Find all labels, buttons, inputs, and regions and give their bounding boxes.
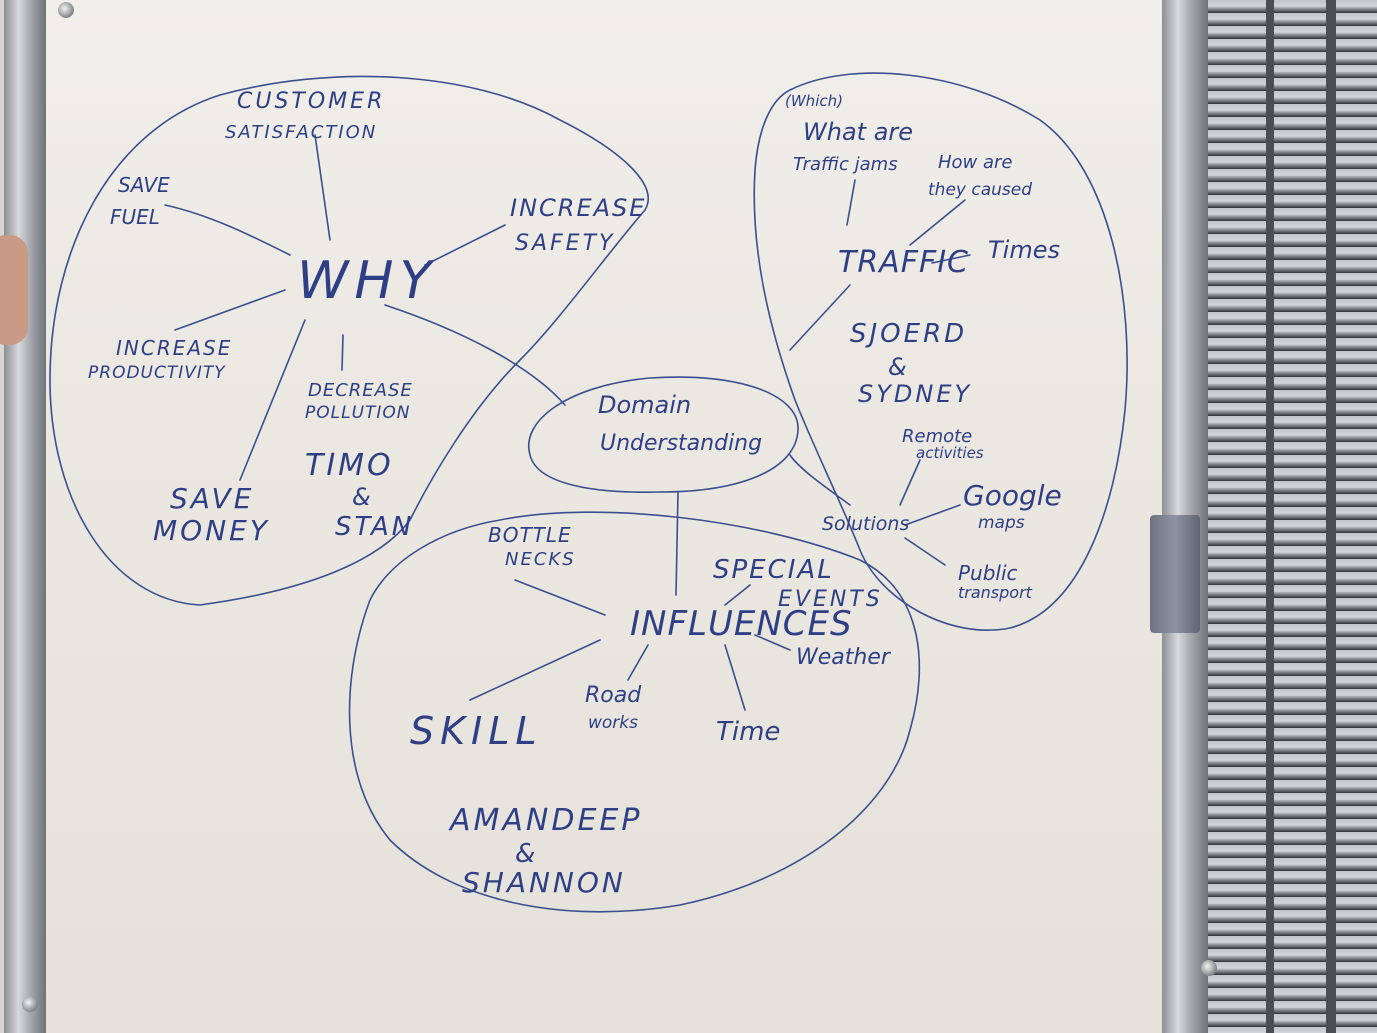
safety-text: SAFETY <box>515 231 615 256</box>
works-text: works <box>588 713 638 733</box>
customer-text: CUSTOMER <box>237 89 385 114</box>
activities-text: activities <box>916 444 984 462</box>
why-line <box>424 224 506 266</box>
why-line <box>341 334 344 371</box>
solutions-text: Solutions <box>822 513 909 535</box>
why-line <box>314 134 331 241</box>
they-caused-text: they caused <box>928 180 1032 200</box>
transport-text: transport <box>958 583 1033 602</box>
window <box>1208 0 1377 1033</box>
special-text: SPECIAL <box>713 555 834 585</box>
influences-line <box>469 639 601 701</box>
sjoerd-text: SJOERD <box>850 319 967 349</box>
why-line <box>164 204 291 256</box>
hand <box>0 235 28 345</box>
traffic-line <box>909 199 966 246</box>
skill-text: SKILL <box>410 709 543 753</box>
ampersand-text: & <box>352 483 371 511</box>
public-text: Public <box>958 561 1018 585</box>
marker-holder <box>1150 515 1200 633</box>
time-text: Time <box>716 717 780 747</box>
traffic-cluster-outline <box>753 72 1128 631</box>
ampersand-text: & <box>888 353 907 381</box>
maps-text: maps <box>978 513 1025 533</box>
why-text: WHY <box>297 251 437 311</box>
why-cluster-outline <box>49 75 649 606</box>
window-frame-bar <box>1326 0 1336 1033</box>
traffic-line <box>931 254 971 264</box>
increase-productivity-text: INCREASE <box>116 336 232 360</box>
traffic-line <box>904 504 961 526</box>
domain-ellipse <box>527 376 799 493</box>
increase-text: INCREASE <box>510 194 646 222</box>
influences-line <box>514 579 606 616</box>
pollution-text: POLLUTION <box>305 403 411 423</box>
shannon-text: SHANNON <box>462 866 626 899</box>
influences-line <box>724 584 751 606</box>
whiteboard <box>40 0 1190 1033</box>
domain-line <box>675 491 679 596</box>
traffic-line <box>904 537 946 566</box>
amandeep-text: AMANDEEP <box>448 803 642 838</box>
influences-line <box>754 634 791 651</box>
events-text: EVENTS <box>778 587 883 612</box>
ampersand-text: & <box>515 839 535 869</box>
why-line <box>239 319 306 481</box>
remote-text: Remote <box>902 426 972 447</box>
traffic-line <box>789 284 851 351</box>
left-frame-pole <box>4 0 46 1033</box>
why-line <box>384 304 566 406</box>
screw <box>1201 960 1217 976</box>
save-money-text: SAVE <box>170 482 254 515</box>
traffic-jams-text: Traffic jams <box>793 154 898 175</box>
traffic-line <box>899 459 921 506</box>
stan-text: STAN <box>335 512 414 542</box>
influences-cluster-outline <box>348 511 921 913</box>
influences-line <box>627 644 649 681</box>
understanding-text: Understanding <box>600 431 762 456</box>
save-text: SAVE <box>118 173 170 197</box>
road-text: Road <box>585 683 642 708</box>
screw <box>58 2 74 18</box>
influences-text: INFLUENCES <box>630 604 853 644</box>
traffic-line <box>846 179 856 226</box>
money-text: MONEY <box>153 514 270 547</box>
window-blinds <box>1208 0 1377 1033</box>
influences-line <box>724 644 746 711</box>
fuel-text: FUEL <box>110 205 160 229</box>
productivity-text: PRODUCTIVITY <box>88 363 226 383</box>
bottle-text: BOTTLE <box>488 523 572 547</box>
traffic-text: TRAFFIC <box>838 245 969 280</box>
how-are-text: How are <box>938 152 1013 173</box>
screw <box>22 996 38 1012</box>
domain-text: Domain <box>598 391 691 419</box>
which-text: (Which) <box>785 92 843 110</box>
necks-text: NECKS <box>505 549 576 570</box>
decrease-text: DECREASE <box>308 380 413 401</box>
times-text: Times <box>988 236 1060 264</box>
satisfaction-text: SATISFACTION <box>225 122 377 143</box>
sydney-text: SYDNEY <box>858 380 972 408</box>
timo-text: TIMO <box>305 448 394 483</box>
weather-text: Weather <box>796 645 892 670</box>
window-frame-bar <box>1266 0 1274 1033</box>
what-are-text: What are <box>803 118 913 146</box>
why-line <box>174 289 286 331</box>
google-text: Google <box>963 479 1062 512</box>
domain-line <box>789 454 851 506</box>
